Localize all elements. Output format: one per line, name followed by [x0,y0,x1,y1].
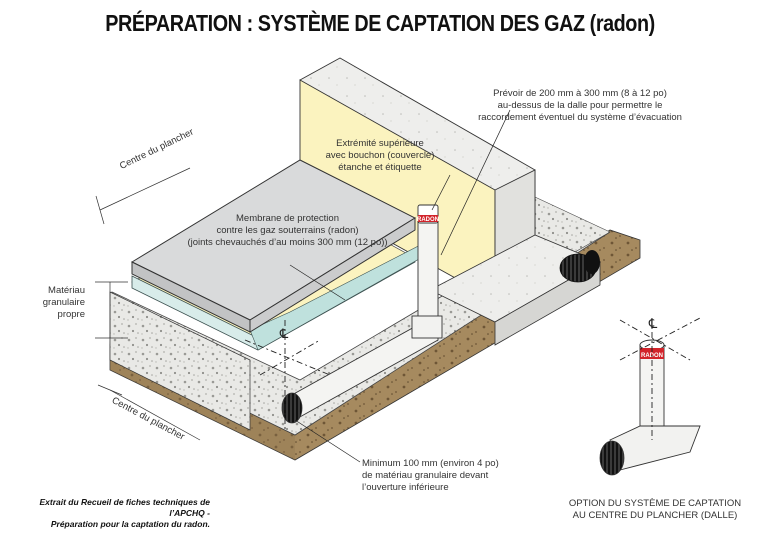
dimension-lines [95,167,201,441]
credit: Extrait du Recueil de fiches techniques … [39,497,210,529]
radon-tag: RADON [417,217,439,223]
label-cap: Extrémité supérieure avec bouchon (couve… [325,138,435,173]
label-granular: Matériau granulaire propre [42,285,85,320]
centerline-main [244,320,331,430]
label-minimum: Minimum 100 mm (environ 4 po) de matéria… [362,458,499,493]
concrete-slab [130,159,417,333]
label-top-right: Prévoir de 200 mm à 300 mm (8 à 12 po) a… [478,88,682,123]
pipe-inlet-grate [281,392,303,424]
centerline-symbol-main: ℄ [279,326,289,341]
leader-lines [289,109,511,463]
inset-inlet-grate [599,440,625,476]
option-inset: RADON ℄ [599,316,701,476]
centerline-symbol-inset: ℄ [648,316,658,331]
label-option: OPTION DU SYSTÈME DE CAPTATION AU CENTRE… [568,498,742,521]
foundation-wall [299,57,601,346]
label-membrane: Membrane de protection contre les gaz so… [187,213,388,248]
page-title: PRÉPARATION : SYSTÈME DE CAPTATION DES G… [105,10,655,36]
pipe-system: RADON [281,204,443,424]
